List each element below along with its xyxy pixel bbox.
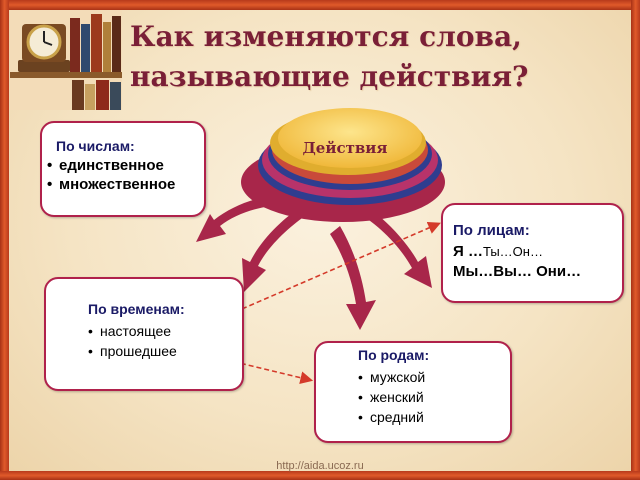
arrow-to-genders bbox=[330, 226, 376, 330]
persons-line-1: Я …Ты…Он… bbox=[453, 243, 543, 260]
list-item: единственное bbox=[47, 156, 215, 175]
footer-url: http://aida.ucoz.ru bbox=[276, 460, 364, 472]
list-item: женский bbox=[358, 387, 425, 407]
box-numbers: По числам: единственное множественное bbox=[40, 121, 206, 217]
bookshelf-icon bbox=[10, 10, 122, 110]
arrow-to-tenses bbox=[242, 206, 308, 292]
list-item: множественное bbox=[47, 175, 215, 194]
frame-left bbox=[0, 0, 9, 480]
frame-right bbox=[631, 0, 640, 480]
frame-bottom bbox=[0, 471, 640, 480]
genders-list: мужской женский средний bbox=[358, 367, 425, 427]
box-heading: По временам: bbox=[88, 301, 185, 317]
tenses-list: настоящее прошедшее bbox=[88, 321, 177, 361]
arrow-to-persons bbox=[366, 210, 432, 288]
list-item: средний bbox=[358, 407, 425, 427]
frame-top bbox=[0, 0, 640, 10]
box-heading: По числам: bbox=[56, 138, 135, 154]
numbers-list: единственное множественное bbox=[47, 156, 215, 194]
box-heading: По лицам: bbox=[453, 222, 530, 239]
persons-line-2: Мы…Вы… Они… bbox=[453, 263, 582, 280]
list-item: прошедшее bbox=[88, 341, 177, 361]
center-label: Действия bbox=[302, 139, 388, 157]
list-item: настоящее bbox=[88, 321, 177, 341]
persons-line-1-small: Ты…Он… bbox=[482, 244, 543, 259]
box-heading: По родам: bbox=[358, 347, 430, 363]
list-item: мужской bbox=[358, 367, 425, 387]
page-title: Как изменяются слова, называющие действи… bbox=[130, 20, 529, 93]
box-persons: По лицам: Я …Ты…Он… Мы…Вы… Они… bbox=[441, 203, 624, 303]
actions-disc bbox=[241, 108, 445, 222]
persons-line-1-bold: Я … bbox=[453, 243, 483, 260]
box-tenses: По временам: настоящее прошедшее bbox=[44, 277, 244, 391]
box-genders: По родам: мужской женский средний bbox=[314, 341, 512, 443]
clock-icon bbox=[22, 24, 66, 62]
